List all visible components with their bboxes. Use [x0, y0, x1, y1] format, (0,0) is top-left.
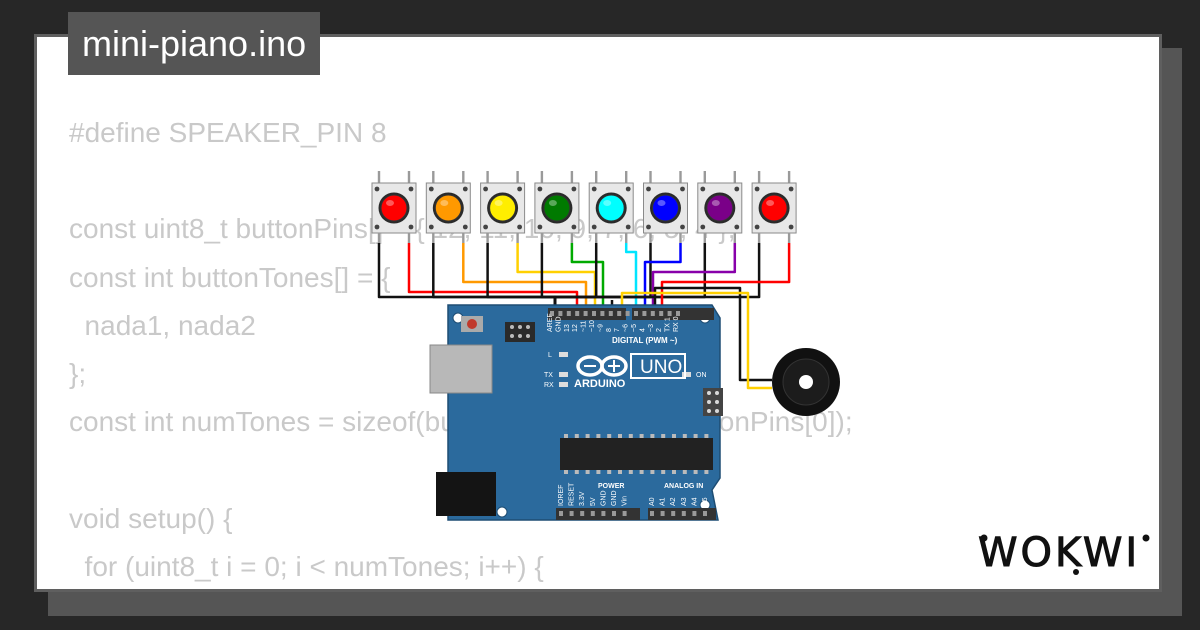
- pin-label: 7: [614, 328, 621, 332]
- pushbuttons: [371, 171, 797, 243]
- pin-label: RESET: [569, 482, 576, 506]
- code-line: #define SPEAKER_PIN 8: [69, 117, 387, 148]
- led-label-l: L: [548, 352, 552, 359]
- atmega-chip: [560, 438, 713, 470]
- pin-label: A1: [660, 497, 667, 506]
- pin-label: 13: [564, 324, 571, 332]
- power-label: POWER: [598, 483, 624, 490]
- pin-label: A4: [691, 497, 698, 506]
- pushbutton-2[interactable]: [425, 171, 471, 243]
- wire: [553, 243, 598, 314]
- wokwi-logo-text: WOKWI: [978, 530, 1140, 576]
- pin-label: GND: [600, 490, 607, 506]
- brand-label: ARDUINO: [574, 378, 626, 390]
- wire: [377, 243, 557, 314]
- usb-port: [429, 344, 493, 394]
- power-jack: [436, 472, 496, 516]
- wire: [624, 243, 638, 314]
- pin-label: ~11: [581, 321, 588, 332]
- wokwi-logo: WOKWI: [978, 530, 1150, 576]
- power-header: [556, 508, 640, 520]
- wire: [432, 243, 557, 314]
- pushbutton-1[interactable]: [371, 171, 417, 243]
- button-cap[interactable]: [706, 194, 734, 222]
- code-line: const int buttonTones[] = {: [69, 261, 391, 293]
- pin-label: IOREF: [558, 485, 565, 506]
- pin-label: ~9: [597, 324, 604, 332]
- wire: [516, 243, 597, 314]
- pushbutton-8[interactable]: [751, 171, 797, 243]
- pin-label: 3.3V: [579, 491, 586, 506]
- button-cap[interactable]: [597, 194, 625, 222]
- code-line: void setup() {: [69, 502, 233, 534]
- wire: [653, 286, 772, 382]
- pushbutton-6[interactable]: [643, 171, 688, 243]
- code-line: nada1, nada2: [69, 309, 256, 341]
- reset-button[interactable]: [467, 319, 477, 329]
- file-title: mini-piano.ino: [68, 12, 321, 75]
- pin-label: Vin: [622, 496, 629, 506]
- pin-label: AREF: [547, 313, 554, 332]
- wire: [651, 243, 737, 314]
- wire: [486, 243, 557, 314]
- wire: [620, 291, 772, 390]
- pin-label: 5V: [590, 497, 597, 506]
- pin-label: A5: [702, 497, 709, 506]
- pin-label: GND: [555, 316, 562, 332]
- led-label-rx: RX: [544, 382, 554, 389]
- pin-label: ~3: [648, 324, 655, 332]
- code-line: };: [69, 357, 87, 389]
- arduino-logo-icon: [576, 355, 628, 377]
- led-indicators: L TX RX ON: [544, 352, 707, 389]
- led-label-tx: TX: [544, 372, 553, 379]
- pin-label: TX 1: [665, 317, 672, 332]
- digital-label: DIGITAL (PWM ~): [612, 336, 678, 345]
- pin-label: GND: [611, 490, 618, 506]
- model-label: UNO: [640, 357, 682, 378]
- buzzer[interactable]: [772, 348, 840, 416]
- wire: [643, 243, 682, 314]
- pin-label: ~10: [589, 320, 596, 332]
- wire: [540, 243, 557, 314]
- pin-label: 4: [639, 328, 646, 332]
- pushbutton-4[interactable]: [534, 171, 580, 243]
- pin-label: 12: [572, 324, 579, 332]
- small-headers: [703, 388, 723, 416]
- analog-label: ANALOG IN: [664, 483, 703, 490]
- pin-label: ~6: [623, 324, 630, 332]
- model-badge: [630, 353, 686, 379]
- pushbutton-3[interactable]: [480, 171, 526, 243]
- buzzer-hole-icon: [799, 375, 813, 389]
- button-cap[interactable]: [652, 194, 679, 222]
- pin-label: A2: [670, 497, 677, 506]
- pin-label: A3: [681, 497, 688, 506]
- pushbutton-5[interactable]: [588, 171, 634, 243]
- code-line: for (uint8_t i = 0; i < numTones; i++) {: [69, 550, 544, 582]
- button-cap[interactable]: [380, 194, 408, 222]
- pin-label: RX 0: [673, 316, 680, 332]
- pin-label: 2: [656, 328, 663, 332]
- pin-label: A0: [649, 497, 656, 506]
- pin-label: 8: [606, 328, 613, 332]
- wire: [462, 243, 588, 314]
- button-cap[interactable]: [543, 194, 571, 222]
- wire: [570, 243, 605, 314]
- wire: [407, 243, 579, 314]
- pin-label: ~5: [631, 324, 638, 332]
- button-cap[interactable]: [760, 194, 788, 222]
- wire: [660, 243, 791, 314]
- led-label-on: ON: [696, 372, 707, 379]
- button-cap[interactable]: [434, 194, 462, 222]
- pushbutton-7[interactable]: [697, 171, 743, 243]
- button-cap[interactable]: [489, 194, 517, 222]
